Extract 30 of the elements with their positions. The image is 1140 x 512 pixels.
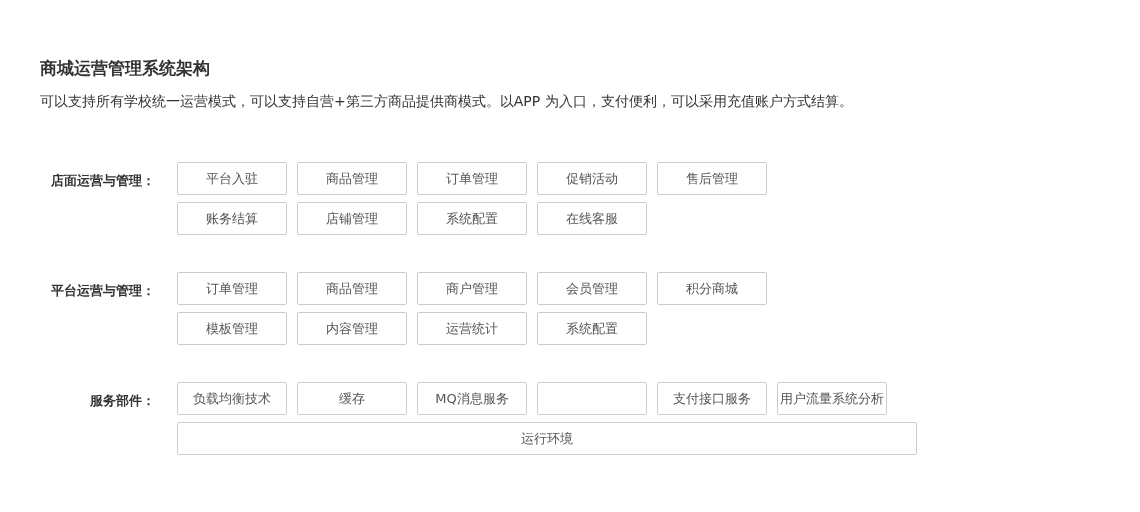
module-box [537, 382, 647, 415]
module-box: 商户管理 [417, 272, 527, 305]
module-box: 售后管理 [657, 162, 767, 195]
module-box: 运营统计 [417, 312, 527, 345]
module-box: 账务结算 [177, 202, 287, 235]
module-box: 系统配置 [417, 202, 527, 235]
module-box: 在线客服 [537, 202, 647, 235]
module-box: 商品管理 [297, 162, 407, 195]
module-box: 系统配置 [537, 312, 647, 345]
description-text: 可以支持所有学校统一运营模式，可以支持自营+第三方商品提供商模式。以APP 为入口，支付便利，可以采用充值账户方式结算。 [40, 93, 853, 111]
module-box: MQ消息服务 [417, 382, 527, 415]
module-box: 支付接口服务 [657, 382, 767, 415]
module-box: 店铺管理 [297, 202, 407, 235]
module-box: 平台入驻 [177, 162, 287, 195]
module-box: 内容管理 [297, 312, 407, 345]
module-box: 订单管理 [417, 162, 527, 195]
module-box: 促销活动 [537, 162, 647, 195]
module-box: 运行环境 [177, 422, 917, 455]
module-box: 负载均衡技术 [177, 382, 287, 415]
module-box: 会员管理 [537, 272, 647, 305]
module-box: 缓存 [297, 382, 407, 415]
module-box: 模板管理 [177, 312, 287, 345]
row-label: 服务部件： [90, 392, 155, 410]
module-box: 商品管理 [297, 272, 407, 305]
module-box: 用户流量系统分析 [777, 382, 887, 415]
module-box: 订单管理 [177, 272, 287, 305]
row-label: 店面运营与管理： [51, 172, 155, 190]
module-box: 积分商城 [657, 272, 767, 305]
title: 商城运营管理系统架构 [40, 57, 210, 80]
row-label: 平台运营与管理： [51, 282, 155, 300]
